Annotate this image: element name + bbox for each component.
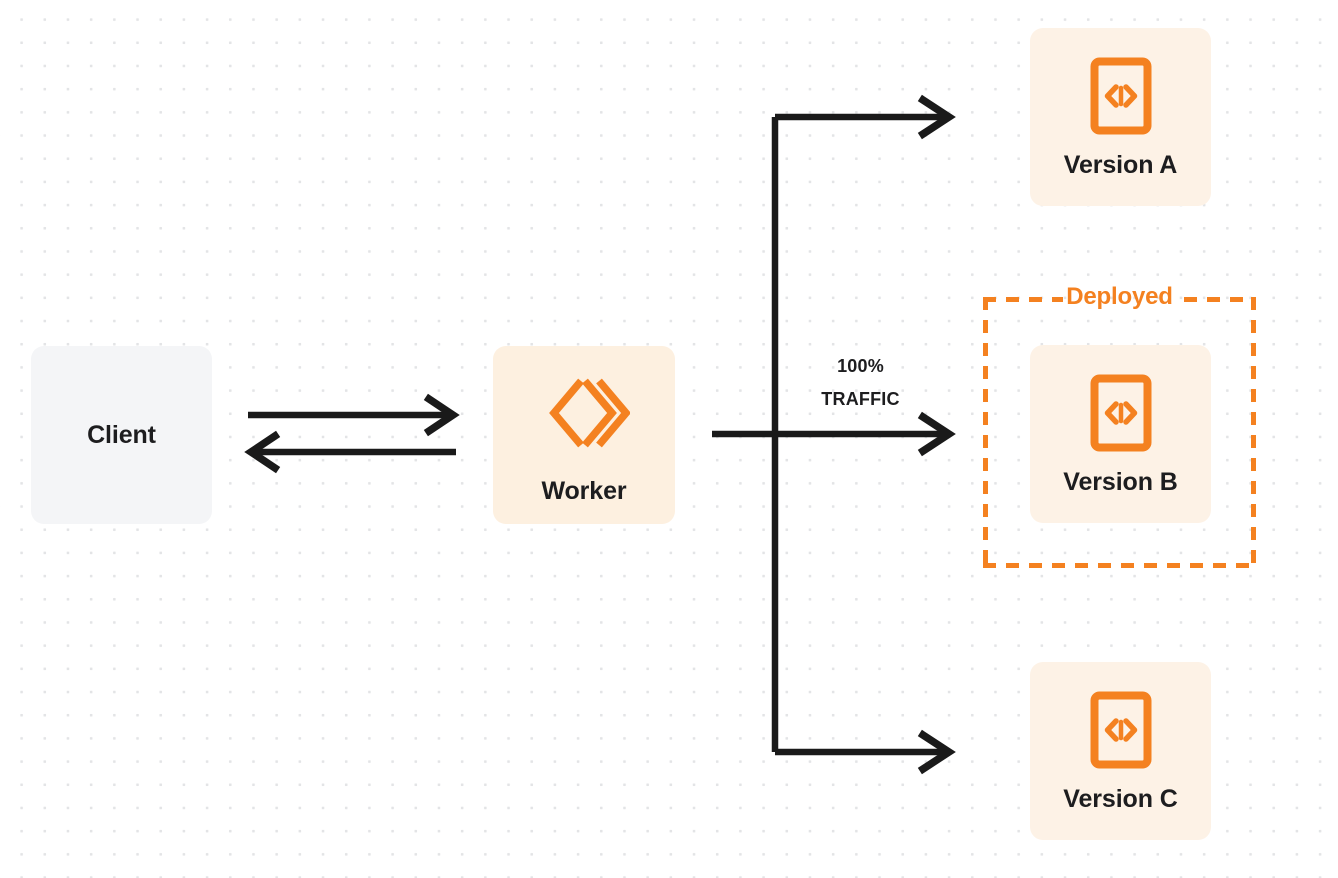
node-client[interactable]: Client (31, 346, 212, 524)
edge-worker-to-versions (712, 94, 956, 775)
node-version-b-label: Version B (1063, 467, 1178, 496)
deployed-border-top-left (983, 297, 1063, 302)
traffic-percentage-label: 100% TRAFFIC (788, 350, 933, 417)
code-file-icon (1090, 374, 1152, 452)
traffic-caption: TRAFFIC (821, 389, 900, 410)
node-version-a-label: Version A (1063, 150, 1178, 179)
deployed-border-top-right (1184, 297, 1256, 302)
node-version-c[interactable]: Version C (1030, 662, 1211, 840)
node-worker-label: Worker (541, 476, 627, 505)
code-file-icon (1090, 691, 1152, 769)
deployed-border-left (983, 297, 988, 568)
node-version-a[interactable]: Version A (1030, 28, 1211, 206)
edge-client-to-worker (248, 393, 460, 437)
traffic-percent-value: 100% (837, 356, 884, 376)
node-version-c-label: Version C (1063, 784, 1178, 813)
code-file-icon (1090, 57, 1152, 135)
deployed-group-label: Deployed (1066, 283, 1173, 310)
cloudflare-workers-logo-icon (538, 367, 631, 459)
node-client-label: Client (87, 420, 156, 449)
node-worker[interactable]: Worker (493, 346, 675, 524)
group-deployed: Deployed (983, 283, 1256, 568)
node-version-b[interactable]: Version B (1030, 345, 1211, 523)
deployed-border-bottom (983, 563, 1256, 568)
deployed-border-right (1251, 297, 1256, 568)
edge-worker-to-client (244, 430, 456, 474)
